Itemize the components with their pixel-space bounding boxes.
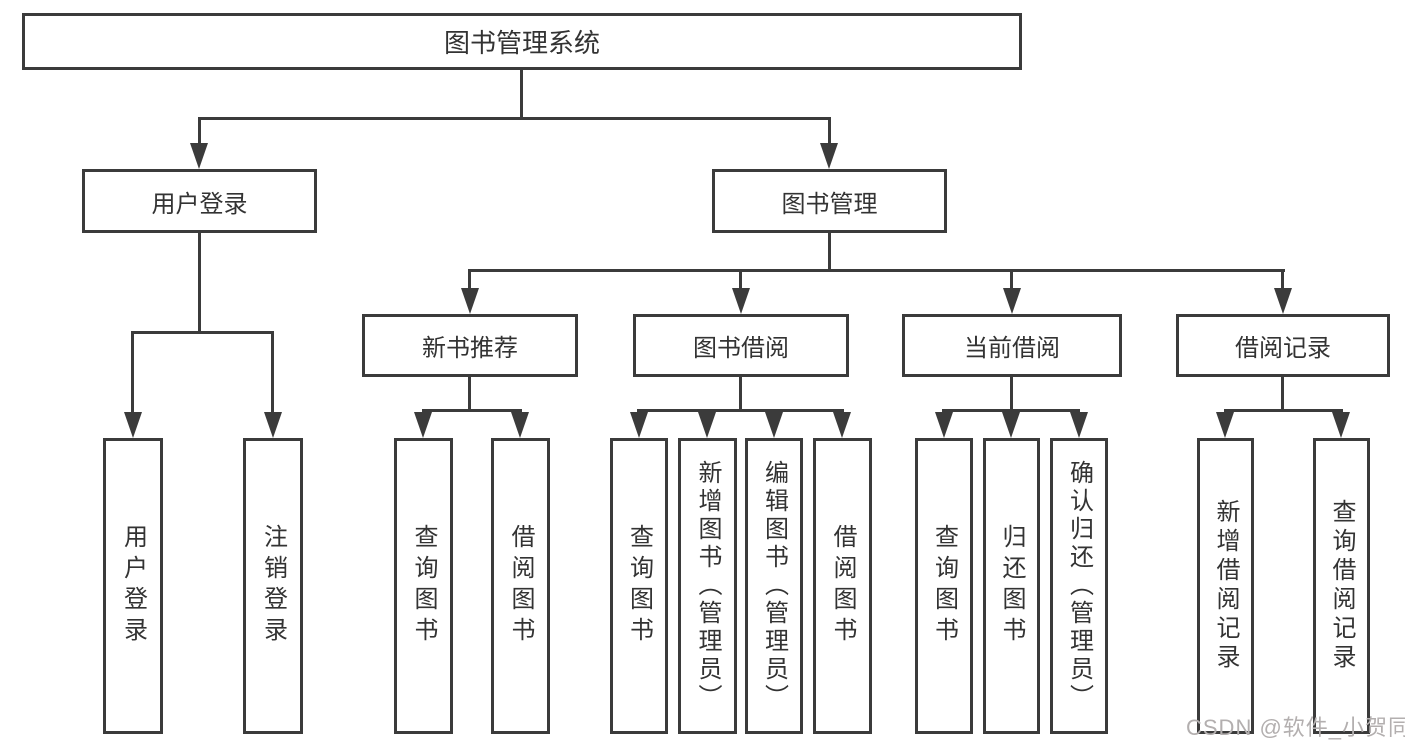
leaf-edit-books-admin: 编辑图书（管理员） — [745, 438, 803, 734]
node-book-management: 图书管理 — [712, 169, 947, 233]
connector-line — [739, 269, 742, 292]
arrow-down-icon — [630, 412, 648, 438]
connector-line — [468, 269, 471, 292]
leaf-user-login: 用户登录 — [103, 438, 163, 734]
arrow-down-icon — [732, 288, 750, 314]
node-user-login: 用户登录 — [82, 169, 317, 233]
arrow-down-icon — [1216, 412, 1234, 438]
leaf-borrow-books: 借阅图书 — [813, 438, 872, 734]
node-library-management-system: 图书管理系统 — [22, 13, 1022, 70]
node-borrow-records: 借阅记录 — [1176, 314, 1390, 377]
arrow-down-icon — [833, 412, 851, 438]
arrow-down-icon — [698, 412, 716, 438]
connector-line — [468, 269, 1285, 272]
connector-line — [942, 409, 1080, 412]
connector-line — [1010, 269, 1013, 292]
arrow-down-icon — [1274, 288, 1292, 314]
connector-line — [1281, 377, 1284, 412]
connector-line — [637, 409, 844, 412]
leaf-borrow-books-recommend: 借阅图书 — [491, 438, 550, 734]
arrow-down-icon — [264, 412, 282, 438]
connector-line — [198, 117, 201, 147]
connector-line — [131, 331, 134, 414]
arrow-down-icon — [935, 412, 953, 438]
leaf-query-borrow-record: 查询借阅记录 — [1313, 438, 1370, 734]
arrow-down-icon — [820, 143, 838, 169]
leaf-add-borrow-record: 新增借阅记录 — [1197, 438, 1254, 734]
connector-line — [520, 70, 523, 119]
leaf-query-books-current: 查询图书 — [915, 438, 973, 734]
connector-line — [271, 331, 274, 414]
arrow-down-icon — [765, 412, 783, 438]
connector-line — [828, 117, 831, 147]
leaf-confirm-return-admin: 确认归还（管理员） — [1050, 438, 1108, 734]
connector-line — [468, 377, 471, 412]
connector-line — [198, 117, 831, 120]
node-current-borrow: 当前借阅 — [902, 314, 1122, 377]
connector-line — [1224, 409, 1343, 412]
node-book-borrow: 图书借阅 — [633, 314, 849, 377]
connector-line — [1281, 269, 1284, 292]
connector-line — [198, 233, 201, 334]
leaf-return-books: 归还图书 — [983, 438, 1040, 734]
csdn-watermark: CSDN @软件_小贺同学 — [1186, 715, 1405, 740]
leaf-add-books-admin: 新增图书（管理员） — [678, 438, 737, 734]
arrow-down-icon — [461, 288, 479, 314]
arrow-down-icon — [1070, 412, 1088, 438]
arrow-down-icon — [414, 412, 432, 438]
arrow-down-icon — [1002, 412, 1020, 438]
connector-line — [422, 409, 522, 412]
leaf-logout-login: 注销登录 — [243, 438, 303, 734]
arrow-down-icon — [1003, 288, 1021, 314]
connector-line — [739, 377, 742, 412]
connector-line — [132, 331, 274, 334]
leaf-query-books-borrow: 查询图书 — [610, 438, 668, 734]
leaf-query-books-recommend: 查询图书 — [394, 438, 453, 734]
connector-line — [828, 233, 831, 272]
node-new-book-recommend: 新书推荐 — [362, 314, 578, 377]
connector-line — [1010, 377, 1013, 412]
arrow-down-icon — [190, 143, 208, 169]
arrow-down-icon — [124, 412, 142, 438]
arrow-down-icon — [1332, 412, 1350, 438]
arrow-down-icon — [511, 412, 529, 438]
